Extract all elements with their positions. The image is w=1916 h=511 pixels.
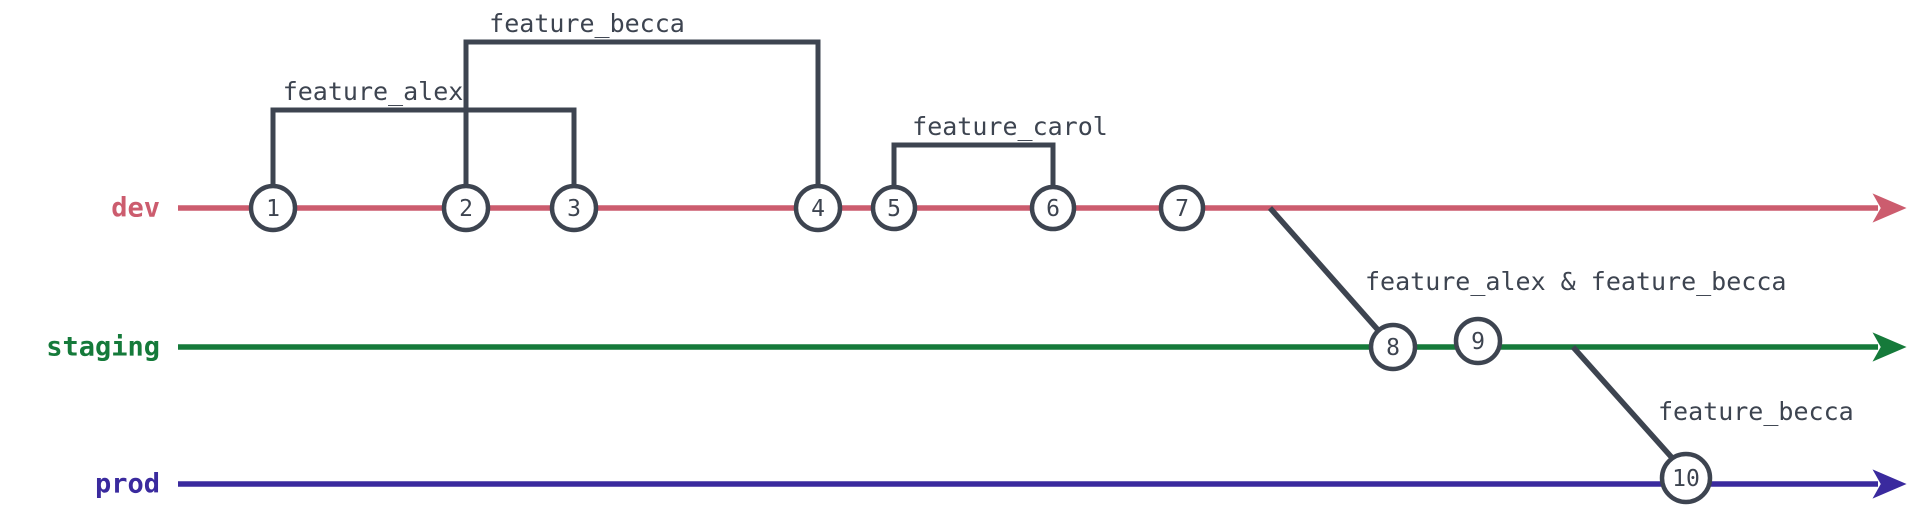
feature-brackets [270,39,1056,187]
branch-labels: dev staging prod [46,193,160,500]
commit-circle-10[interactable] [1659,451,1713,505]
commit-circle-5[interactable] [870,184,918,232]
commit-circle-3[interactable] [549,183,599,233]
commit-node-5[interactable]: 5 [870,184,918,232]
commit-node-10[interactable]: 10 [1659,451,1713,505]
merge-labels: feature_alex & feature_becca feature_bec… [1365,267,1854,426]
branch-label-dev: dev [111,193,160,224]
commit-node-4[interactable]: 4 [793,183,843,233]
commit-circle-1[interactable] [248,183,298,233]
commit-nodes: 1 2 3 4 5 6 7 [248,183,1713,505]
feature-label-alex: feature_alex [283,77,464,106]
bracket-feature-alex [270,107,577,186]
commit-node-9[interactable]: 9 [1453,316,1503,366]
commit-label-10: 10 [1672,466,1700,492]
branch-lines [178,193,1907,499]
commit-circle-9[interactable] [1453,316,1503,366]
commit-label-1: 1 [266,196,280,222]
commit-node-6[interactable]: 6 [1029,184,1077,232]
feature-label-becca: feature_becca [489,9,685,38]
commit-label-4: 4 [811,196,825,222]
commit-label-3: 3 [567,196,581,222]
feature-bracket-labels: feature_alex feature_becca feature_carol [283,9,1108,141]
bracket-feature-carol [891,142,1056,187]
commit-label-6: 6 [1046,196,1060,222]
commit-circle-4[interactable] [793,183,843,233]
merge-label-dev-to-staging: feature_alex & feature_becca [1365,267,1786,296]
merge-lines [1267,206,1677,462]
commit-label-8: 8 [1386,335,1400,361]
commit-label-5: 5 [887,196,901,222]
merge-line-dev-to-staging [1267,206,1381,332]
merge-line-staging-to-prod [1570,345,1677,462]
commit-label-2: 2 [459,196,473,222]
commit-node-2[interactable]: 2 [441,183,491,233]
feature-label-carol: feature_carol [912,112,1108,141]
commit-node-3[interactable]: 3 [549,183,599,233]
commit-circle-2[interactable] [441,183,491,233]
commit-node-7[interactable]: 7 [1158,184,1206,232]
commit-circle-8[interactable] [1368,322,1418,372]
commit-node-8[interactable]: 8 [1368,322,1418,372]
commit-circle-7[interactable] [1158,184,1206,232]
merge-label-staging-to-prod: feature_becca [1658,397,1854,426]
commit-circle-6[interactable] [1029,184,1077,232]
bracket-feature-becca [463,39,821,186]
branch-label-prod: prod [95,469,160,500]
commit-label-9: 9 [1471,329,1485,355]
commit-node-1[interactable]: 1 [248,183,298,233]
commit-label-7: 7 [1175,196,1189,222]
branch-label-staging: staging [46,332,160,363]
